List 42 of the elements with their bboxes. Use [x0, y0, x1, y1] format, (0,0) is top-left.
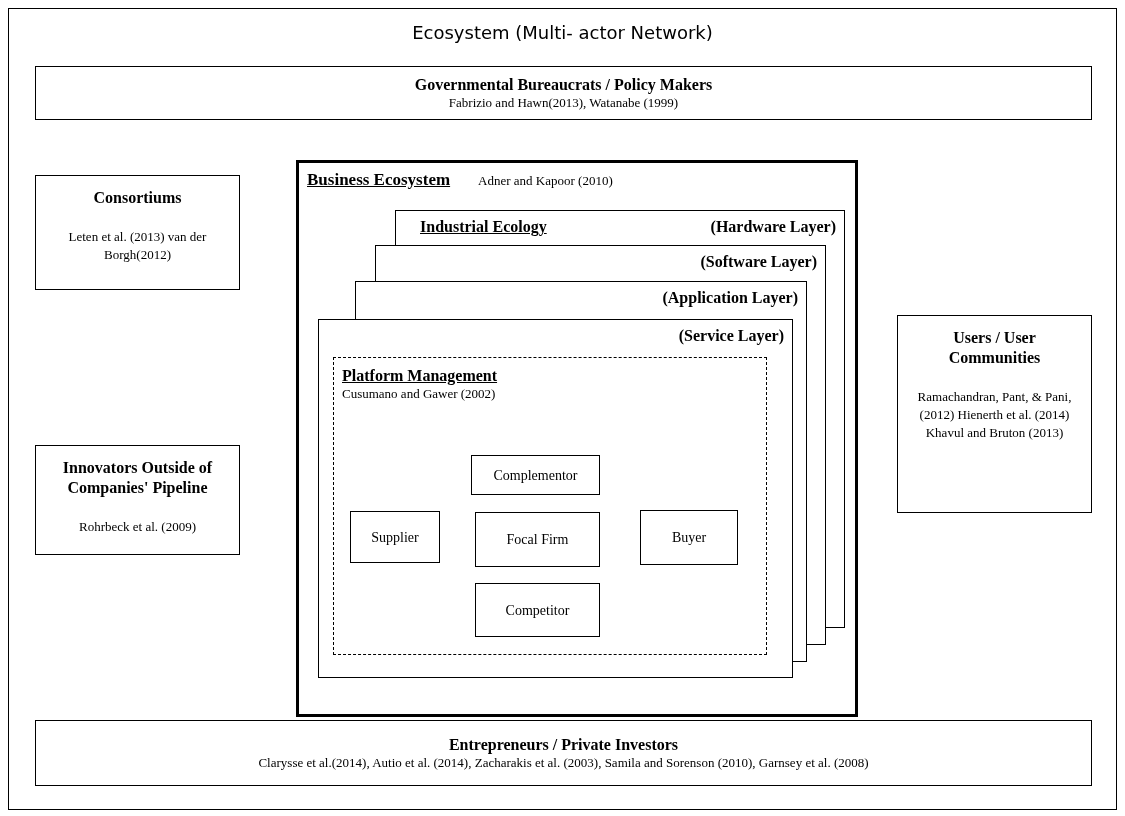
- actor-box: [475, 583, 600, 637]
- layer-label: (Service Layer): [678, 326, 784, 347]
- layer-label: (Hardware Layer): [710, 217, 836, 238]
- actor-box: [640, 510, 738, 565]
- layer-label: (Software Layer): [700, 252, 817, 273]
- actor-label: Focal Firm: [506, 531, 569, 549]
- ecosystem-frame: [8, 8, 1117, 810]
- actor-label: Supplier: [371, 528, 419, 547]
- actor-box: [350, 511, 440, 563]
- box-heading: Governmental Bureaucrats / Policy Makers: [414, 74, 713, 95]
- layer-box: [375, 245, 826, 281]
- business-ecosystem-box: [296, 160, 858, 717]
- actor-box: [475, 512, 600, 567]
- box-heading: Platform Management: [342, 366, 499, 386]
- layer-label: (Application Layer): [662, 288, 798, 309]
- box-heading: Users / User Communities: [947, 328, 1042, 368]
- citation-text: Adner and Kapoor (2010): [478, 172, 613, 190]
- actor-box: [897, 315, 1092, 513]
- citation-text: Rohrbeck et al. (2009): [79, 518, 196, 536]
- box-heading: Consortiums: [93, 188, 182, 208]
- actor-box: [35, 66, 1092, 120]
- layer-box: [395, 210, 845, 245]
- citation-text: Cusumano and Gawer (2002): [342, 386, 497, 403]
- citation-text: Clarysse et al.(2014), Autio et al. (2014), Zacharakis et al. (2003), Samila and Sorenson (2010), Garnsey et al. (2008): [258, 754, 869, 772]
- citation-text: Ramachandran, Pant, & Pani, (2012) Hienerth et al. (2014) Khavul and Bruton (2013): [916, 388, 1073, 442]
- actor-box: [35, 175, 240, 290]
- layer-box: [355, 281, 807, 319]
- actor-box: [35, 445, 240, 555]
- box-heading: Entrepreneurs / Private Investors: [448, 734, 679, 755]
- platform-box: [333, 357, 767, 655]
- citation-text: Leten et al. (2013) van der Borgh(2012): [67, 228, 208, 264]
- citation-text: Fabrizio and Hawn(2013), Watanabe (1999): [448, 94, 679, 112]
- actor-label: Buyer: [671, 529, 707, 547]
- layer-box: [318, 319, 793, 678]
- box-heading: Innovators Outside of Companies' Pipeline: [61, 458, 214, 498]
- actor-label: Complementor: [493, 466, 578, 485]
- frame-heading: Ecosystem (Multi- actor Network): [412, 21, 713, 45]
- actor-box: [35, 720, 1092, 786]
- layer-heading: Industrial Ecology: [420, 217, 547, 238]
- actor-label: Competitor: [505, 601, 570, 620]
- box-heading: Business Ecosystem: [307, 169, 451, 191]
- actor-box: [471, 455, 600, 495]
